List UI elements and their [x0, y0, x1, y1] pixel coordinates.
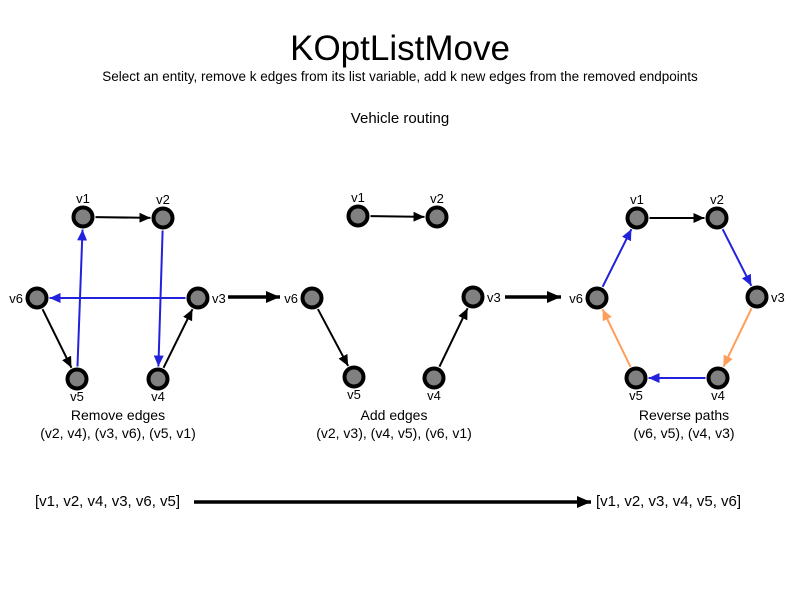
node-label-v6: v6	[284, 291, 298, 306]
node-v1	[625, 206, 649, 230]
graph-add-edges: v1 v2 v6 v3 v5 v4	[284, 190, 500, 403]
node-v6	[25, 286, 49, 310]
section-label: Vehicle routing	[350, 110, 450, 127]
node-label-v2: v2	[156, 192, 170, 207]
edge-v4-v3	[438, 307, 469, 368]
edge-v1-v2	[95, 212, 151, 223]
node-v1	[346, 204, 370, 228]
page-title: KOptListMove	[290, 29, 510, 68]
node-label-v6: v6	[569, 291, 583, 306]
page-subtitle: Select an entity, remove k edges from it…	[102, 69, 698, 84]
graph-reverse-paths: v1 v2 v6 v3 v5 v4	[569, 192, 784, 403]
caption-detail: (v6, v5), (v4, v3)	[633, 425, 735, 441]
node-v4	[422, 366, 446, 390]
node-v3	[186, 286, 210, 310]
edge-v6-v5	[41, 308, 73, 369]
caption-remove-edges: Remove edges (v2, v4), (v3, v6), (v5, v1…	[0, 406, 268, 442]
route-list-after: [v1, v2, v3, v4, v5, v6]	[596, 493, 742, 510]
node-label-v3: v3	[487, 290, 501, 305]
caption-add-edges: Add edges (v2, v3), (v4, v5), (v6, v1)	[244, 406, 544, 442]
node-label-v4: v4	[151, 389, 165, 404]
caption-detail: (v2, v4), (v3, v6), (v5, v1)	[40, 425, 196, 441]
caption-reverse-paths: Reverse paths (v6, v5), (v4, v3)	[534, 406, 800, 442]
node-v6	[585, 286, 609, 310]
node-v4	[706, 366, 730, 390]
edge-v5-v6	[601, 308, 632, 368]
node-v1	[71, 205, 95, 229]
node-label-v3: v3	[212, 291, 226, 306]
edge-v6-v1	[601, 228, 633, 288]
caption-title: Add edges	[360, 407, 428, 423]
edge-v5-v1	[76, 229, 88, 367]
node-label-v1: v1	[351, 190, 365, 205]
edge-v1-v2	[370, 211, 425, 222]
edge-v4-v3	[162, 308, 194, 369]
node-label-v5: v5	[629, 388, 643, 403]
node-label-v2: v2	[430, 191, 444, 206]
node-label-v3: v3	[771, 290, 785, 305]
node-label-v2: v2	[710, 192, 724, 207]
node-label-v6: v6	[9, 291, 23, 306]
node-v6	[300, 286, 324, 310]
node-v3	[461, 285, 485, 309]
node-v4	[146, 367, 170, 391]
edge-v3-v4	[722, 307, 753, 368]
caption-detail: (v2, v3), (v4, v5), (v6, v1)	[316, 425, 472, 441]
node-label-v5: v5	[347, 387, 361, 402]
edge-v6-v5	[316, 308, 350, 367]
node-v2	[151, 206, 175, 230]
node-label-v4: v4	[711, 388, 725, 403]
node-v5	[342, 365, 366, 389]
node-v2	[705, 206, 729, 230]
node-label-v4: v4	[427, 388, 441, 403]
node-label-v1: v1	[630, 192, 644, 207]
node-label-v1: v1	[76, 191, 90, 206]
graph-remove-edges: v1 v2 v6 v3 v5 v4	[9, 191, 225, 404]
node-v5	[65, 367, 89, 391]
node-v3	[745, 285, 769, 309]
route-list-before: [v1, v2, v4, v3, v6, v5]	[35, 493, 181, 510]
node-v2	[425, 205, 449, 229]
caption-title: Reverse paths	[638, 407, 730, 423]
edge-v2-v3	[721, 228, 753, 287]
caption-title: Remove edges	[70, 407, 166, 423]
node-label-v5: v5	[70, 389, 84, 404]
node-v5	[624, 366, 648, 390]
